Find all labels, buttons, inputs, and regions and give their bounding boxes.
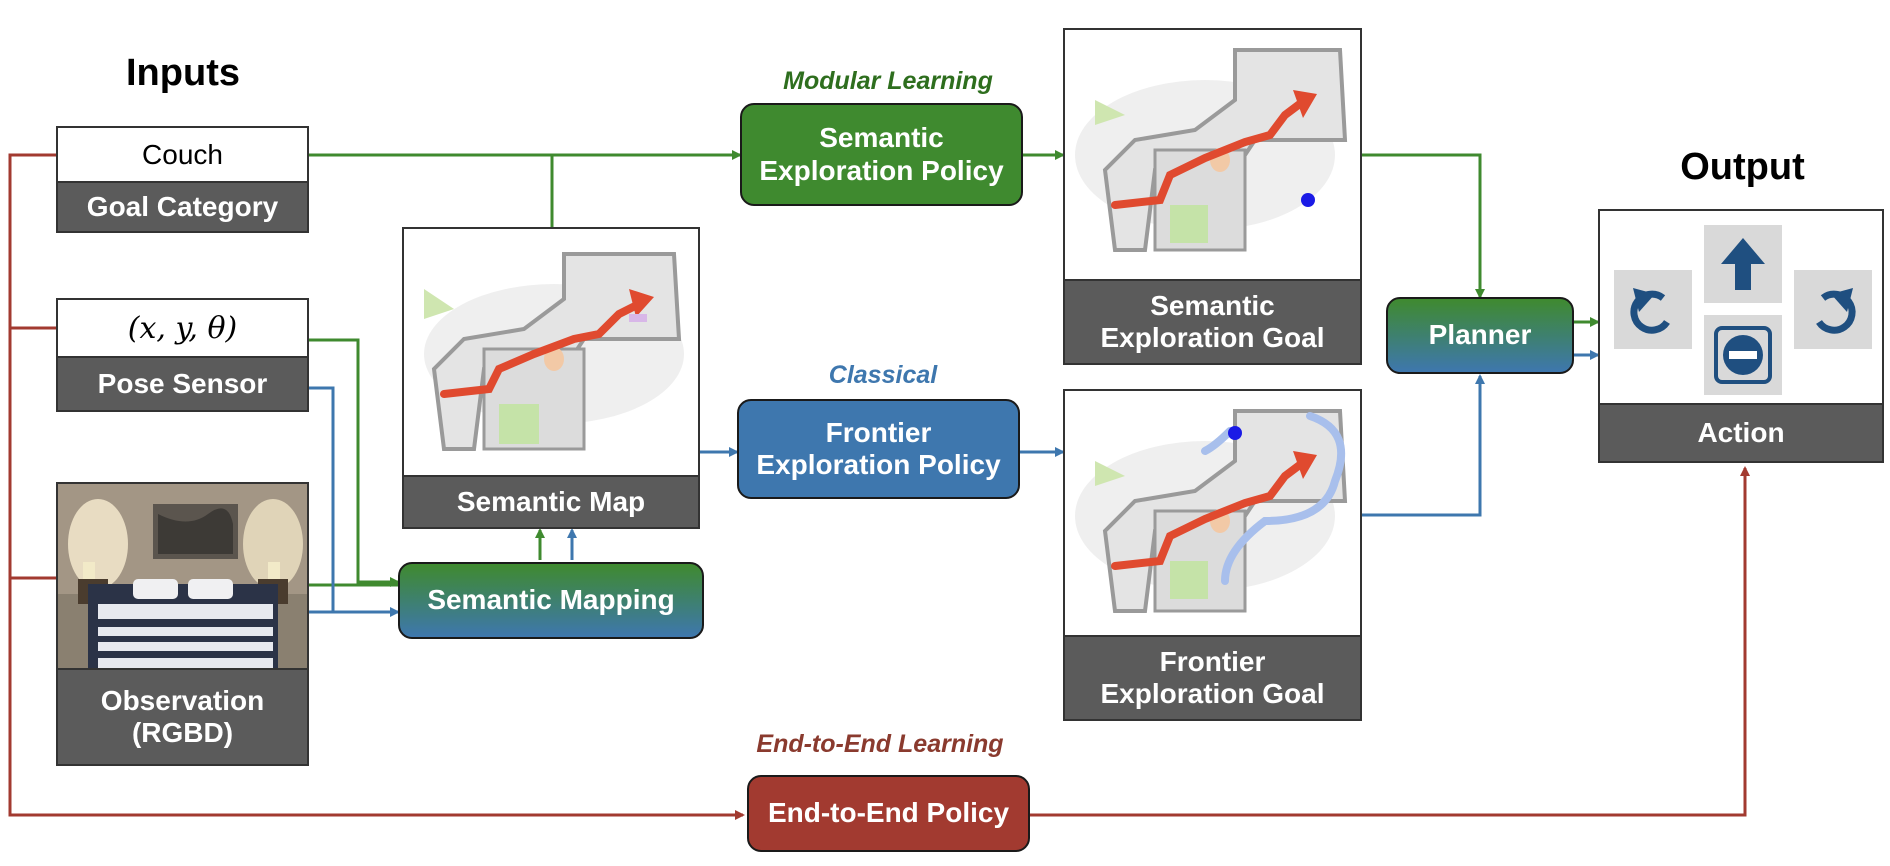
frontier-goal-line2: Exploration Goal	[1100, 678, 1325, 709]
frontier-goal-map-image	[1075, 409, 1348, 613]
end-to-end-policy-node: End-to-End Policy	[747, 775, 1030, 852]
frontier-exploration-policy-node: Frontier Exploration Policy	[737, 399, 1020, 499]
goal-category-label: Goal Category	[56, 181, 309, 233]
semantic-goal-line2: Exploration Goal	[1100, 322, 1325, 353]
forward-arrow-icon	[1721, 238, 1765, 290]
semantic-exploration-policy-node: Semantic Exploration Policy	[740, 103, 1023, 206]
frontier-policy-line2: Exploration Policy	[756, 449, 1001, 480]
end-to-end-title: End-to-End Learning	[756, 730, 1004, 758]
pose-value: (x, y, θ)	[127, 310, 238, 346]
action-text: Action	[1697, 416, 1785, 448]
modular-learning-title: Modular Learning	[783, 67, 993, 95]
classical-title: Classical	[828, 361, 938, 389]
planner-node: Planner	[1386, 297, 1574, 374]
turn-left-icon	[1630, 287, 1670, 334]
semantic-map-label: Semantic Map	[402, 475, 700, 529]
turn-right-icon	[1816, 287, 1856, 334]
pose-value-box: (x, y, θ)	[56, 298, 309, 358]
observation-label: Observation (RGBD)	[56, 668, 309, 766]
turn-right-button	[1794, 270, 1872, 349]
frontier-point-icon	[1228, 426, 1242, 440]
stop-button	[1704, 315, 1782, 395]
semantic-mapping-text: Semantic Mapping	[427, 584, 675, 616]
observation-image	[56, 482, 309, 670]
semantic-goal-label: Semantic Exploration Goal	[1063, 279, 1362, 365]
semantic-policy-line1: Semantic	[819, 122, 944, 154]
frontier-goal-line1: Frontier	[1159, 645, 1266, 677]
pose-sensor-label: Pose Sensor	[56, 356, 309, 412]
pose-sensor-text: Pose Sensor	[97, 367, 268, 399]
observation-label-line2: (RGBD)	[131, 717, 234, 748]
semantic-goal-panel	[1063, 28, 1362, 281]
turn-left-button	[1614, 270, 1692, 349]
semantic-map-text: Semantic Map	[456, 485, 646, 517]
end-to-end-policy-text: End-to-End Policy	[767, 797, 1010, 829]
goal-value-box: Couch	[56, 126, 309, 183]
semantic-policy-line2: Exploration Policy	[759, 154, 1004, 186]
frontier-goal-panel	[1063, 389, 1362, 637]
semantic-goal-map-image	[1075, 48, 1348, 252]
goal-category-text: Goal Category	[86, 190, 279, 222]
semantic-map-image	[424, 252, 684, 451]
action-panel	[1598, 209, 1884, 405]
semantic-mapping-node: Semantic Mapping	[398, 562, 704, 639]
planner-text: Planner	[1428, 319, 1532, 351]
frontier-goal-label: Frontier Exploration Goal	[1063, 635, 1362, 721]
observation-label-line1: Observation	[100, 684, 265, 716]
inputs-heading: Inputs	[126, 52, 240, 94]
semantic-map-panel	[402, 227, 700, 477]
stop-icon	[1714, 326, 1772, 384]
goal-value: Couch	[142, 138, 223, 170]
frontier-policy-line1: Frontier	[825, 416, 932, 448]
goal-point-icon	[1301, 193, 1315, 207]
forward-button	[1704, 225, 1782, 303]
output-heading: Output	[1680, 146, 1805, 188]
action-label: Action	[1598, 403, 1884, 463]
semantic-goal-line1: Semantic	[1150, 289, 1275, 321]
